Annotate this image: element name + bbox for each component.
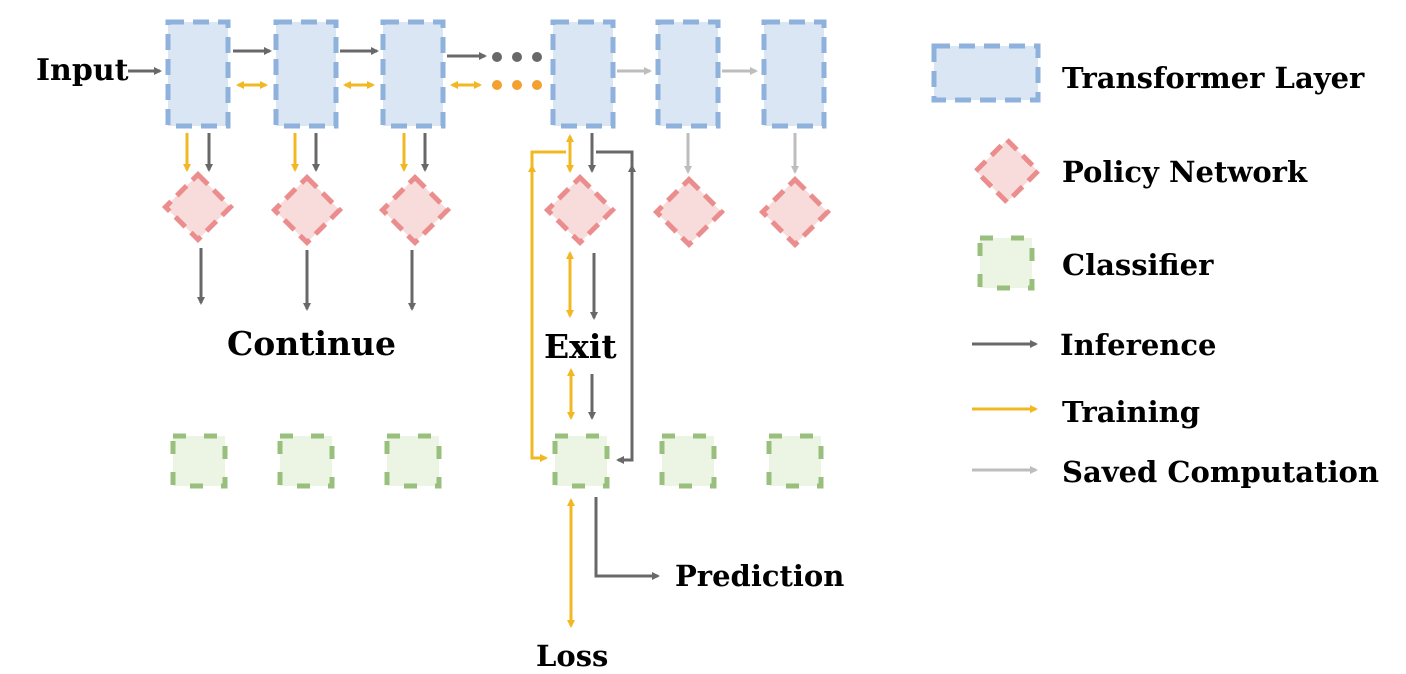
- classifiers: [170, 433, 824, 489]
- classifier-1: [170, 433, 228, 489]
- layer-flow-arrows: [128, 47, 758, 90]
- prediction-label: Prediction: [675, 559, 844, 593]
- continue-arrows: [197, 248, 416, 311]
- training-loop-arrow: [530, 150, 566, 462]
- classifier-6: [766, 433, 824, 489]
- input-label: Input: [36, 53, 129, 88]
- policy-network-5: [652, 175, 726, 249]
- legend-classifier-swatch: [977, 235, 1035, 291]
- legend-transformer-swatch: [931, 43, 1041, 103]
- legend-classifier-label: Classifier: [1062, 248, 1214, 282]
- legend-saved-label: Saved Computation: [1062, 455, 1379, 489]
- legend-inference-label: Inference: [1060, 328, 1217, 362]
- transformer-layer-4: [550, 19, 616, 129]
- policy-network-3: [378, 173, 452, 247]
- legend: Transformer Layer Policy Network Classif…: [931, 43, 1379, 489]
- classifier-3: [384, 433, 442, 489]
- policy-networks: [161, 170, 832, 249]
- ellipsis-dot: [532, 80, 542, 90]
- legend-policy-swatch: [972, 136, 1042, 206]
- transformer-layer-1: [165, 19, 231, 129]
- legend-policy-label: Policy Network: [1062, 155, 1308, 189]
- transformer-layer-3: [380, 19, 446, 129]
- transformer-layers: [165, 19, 827, 129]
- policy-network-1: [161, 170, 235, 244]
- classifier-4: [552, 433, 610, 489]
- prediction-arrow: [594, 497, 660, 580]
- policy-network-2: [270, 173, 344, 247]
- transformer-layer-5: [655, 19, 721, 129]
- transformer-layer-2: [273, 19, 339, 129]
- ellipsis-dot: [532, 52, 542, 62]
- ellipsis-dot: [492, 52, 502, 62]
- loss-label: Loss: [536, 639, 608, 673]
- ellipsis-dot: [512, 52, 522, 62]
- layer-to-policy-arrows: [183, 133, 799, 174]
- transformer-layer-6: [761, 19, 827, 129]
- legend-transformer-label: Transformer Layer: [1062, 61, 1365, 95]
- ellipsis-dot: [512, 80, 522, 90]
- classifier-5: [659, 433, 717, 489]
- ellipsis-dot: [492, 80, 502, 90]
- exit-label: Exit: [544, 327, 617, 366]
- inference-loop-arrow: [596, 150, 634, 464]
- legend-training-label: Training: [1062, 395, 1200, 429]
- policy-network-6: [758, 175, 832, 249]
- classifier-2: [277, 433, 335, 489]
- continue-label: Continue: [227, 324, 396, 363]
- policy-network-4: [543, 173, 617, 247]
- exit-column-arrows: [528, 133, 660, 628]
